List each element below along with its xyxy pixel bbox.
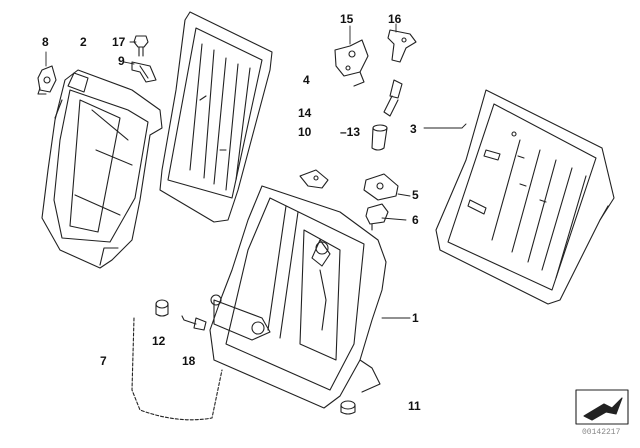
lock-part-5 bbox=[363, 173, 399, 201]
callout-17: 17 bbox=[112, 35, 126, 49]
callout-13: –13 bbox=[340, 125, 361, 139]
callout-16: 16 bbox=[388, 12, 402, 26]
grommet-part-11 bbox=[340, 400, 356, 415]
screw-part-18 bbox=[181, 315, 207, 331]
latch-bracket bbox=[299, 169, 329, 189]
callout-11: 11 bbox=[408, 399, 421, 413]
hinge-part-16 bbox=[387, 29, 417, 63]
callout-15: 15 bbox=[340, 12, 354, 26]
callout-4: 4 bbox=[303, 73, 310, 87]
bolt-part-17 bbox=[133, 35, 149, 57]
wire-rod-part-7 bbox=[131, 317, 223, 421]
leader-lines bbox=[45, 23, 467, 319]
callout-10: 10 bbox=[298, 125, 312, 139]
callout-12: 12 bbox=[152, 334, 166, 348]
callout-5: 5 bbox=[412, 188, 419, 202]
bracket-part-8 bbox=[37, 65, 57, 95]
seat-frame-part-1 bbox=[209, 185, 387, 409]
sleeve-part-13 bbox=[371, 124, 388, 151]
callout-3: 3 bbox=[410, 122, 417, 136]
hinge-part-15 bbox=[334, 39, 369, 87]
diagram-code: 00142217 bbox=[582, 428, 621, 437]
bracket-part-9 bbox=[131, 61, 157, 83]
latch-part-14 bbox=[383, 79, 403, 117]
callout-9: 9 bbox=[118, 54, 125, 68]
grommet-part-12 bbox=[155, 299, 169, 317]
callout-8: 8 bbox=[42, 35, 49, 49]
backrest-frame-left bbox=[41, 69, 163, 269]
callout-6: 6 bbox=[412, 213, 419, 227]
lock-part-6 bbox=[365, 203, 389, 231]
callout-1: 1 bbox=[412, 311, 419, 325]
callout-2: 2 bbox=[80, 35, 87, 49]
callout-18: 18 bbox=[182, 354, 196, 368]
callout-7: 7 bbox=[100, 354, 107, 368]
orientation-arrow-icon bbox=[575, 389, 629, 425]
callout-14: 14 bbox=[298, 106, 312, 120]
backrest-panel-part-3 bbox=[435, 89, 615, 305]
backrest-panel-part-4 bbox=[159, 11, 273, 223]
